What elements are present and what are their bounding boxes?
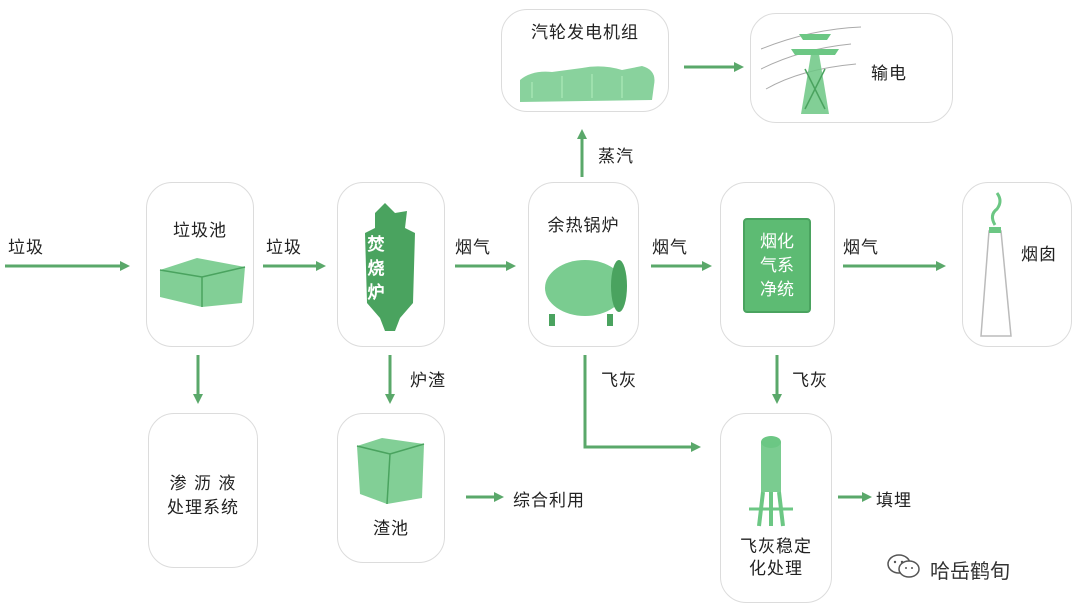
slag-label: 炉渣 <box>410 371 446 391</box>
landfill-label: 填埋 <box>876 491 912 511</box>
filter-label-line-3: 净统 <box>760 280 794 300</box>
fly-ash-label-2: 飞灰 <box>792 371 828 391</box>
chimney-icon <box>980 192 1012 337</box>
slag-pit-box: 渣池 <box>337 413 445 563</box>
leachate-treatment-title: 渗 沥 液 处理系统 <box>167 474 239 518</box>
incinerator-label: 焚烧炉 <box>367 235 385 303</box>
comprehensive-use-label: 综合利用 <box>513 491 585 511</box>
incinerator-icon <box>365 203 415 331</box>
garbage-pit-icon <box>159 258 246 307</box>
filter-label-line-2: 气系 <box>760 256 794 276</box>
fly-ash-stabilization-title: 飞灰稳定 化处理 <box>740 537 812 579</box>
boiler-icon <box>545 260 627 326</box>
slag-pit-title: 渣池 <box>373 519 409 539</box>
power-transmission-box: 输电 <box>750 13 953 123</box>
power-transmission-label: 输电 <box>871 64 907 84</box>
garbage-input-label: 垃圾 <box>8 238 44 258</box>
flue-gas-cleaning-panel: 烟化 气系 净统 <box>743 218 811 313</box>
filter-label-line-1: 烟化 <box>760 232 794 252</box>
watermark-text: 哈岳鹤旬 <box>930 559 1010 583</box>
garbage-pit-title: 垃圾池 <box>173 221 227 241</box>
fly-ash-label-1: 飞灰 <box>601 371 637 391</box>
power-tower-icon <box>761 26 862 114</box>
turbine-generator-icon <box>520 66 655 102</box>
wechat-icon <box>887 554 920 578</box>
garbage-transfer-label: 垃圾 <box>266 238 302 258</box>
chimney-label: 烟囱 <box>1021 245 1057 265</box>
turbine-generator-box: 汽轮发电机组 <box>501 9 669 112</box>
steam-label: 蒸汽 <box>598 147 634 167</box>
waste-heat-boiler-box: 余热锅炉 <box>528 182 639 347</box>
garbage-pit-box: 垃圾池 <box>146 182 254 347</box>
turbine-generator-title: 汽轮发电机组 <box>531 23 639 43</box>
stabilization-tower-icon <box>749 436 793 527</box>
incinerator-box <box>337 182 445 347</box>
arrow-boiler-fly-ash <box>583 355 701 452</box>
fly-ash-stabilization-box: 飞灰稳定 化处理 <box>720 413 832 603</box>
waste-heat-boiler-title: 余热锅炉 <box>547 216 620 236</box>
leachate-treatment-box: 渗 沥 液 处理系统 <box>148 413 258 568</box>
chimney-box: 烟囱 <box>962 182 1072 347</box>
flue-gas-label-3: 烟气 <box>843 238 879 258</box>
flue-gas-label-1: 烟气 <box>455 238 491 258</box>
flue-gas-label-2: 烟气 <box>652 238 688 258</box>
slag-pit-icon <box>356 438 425 505</box>
